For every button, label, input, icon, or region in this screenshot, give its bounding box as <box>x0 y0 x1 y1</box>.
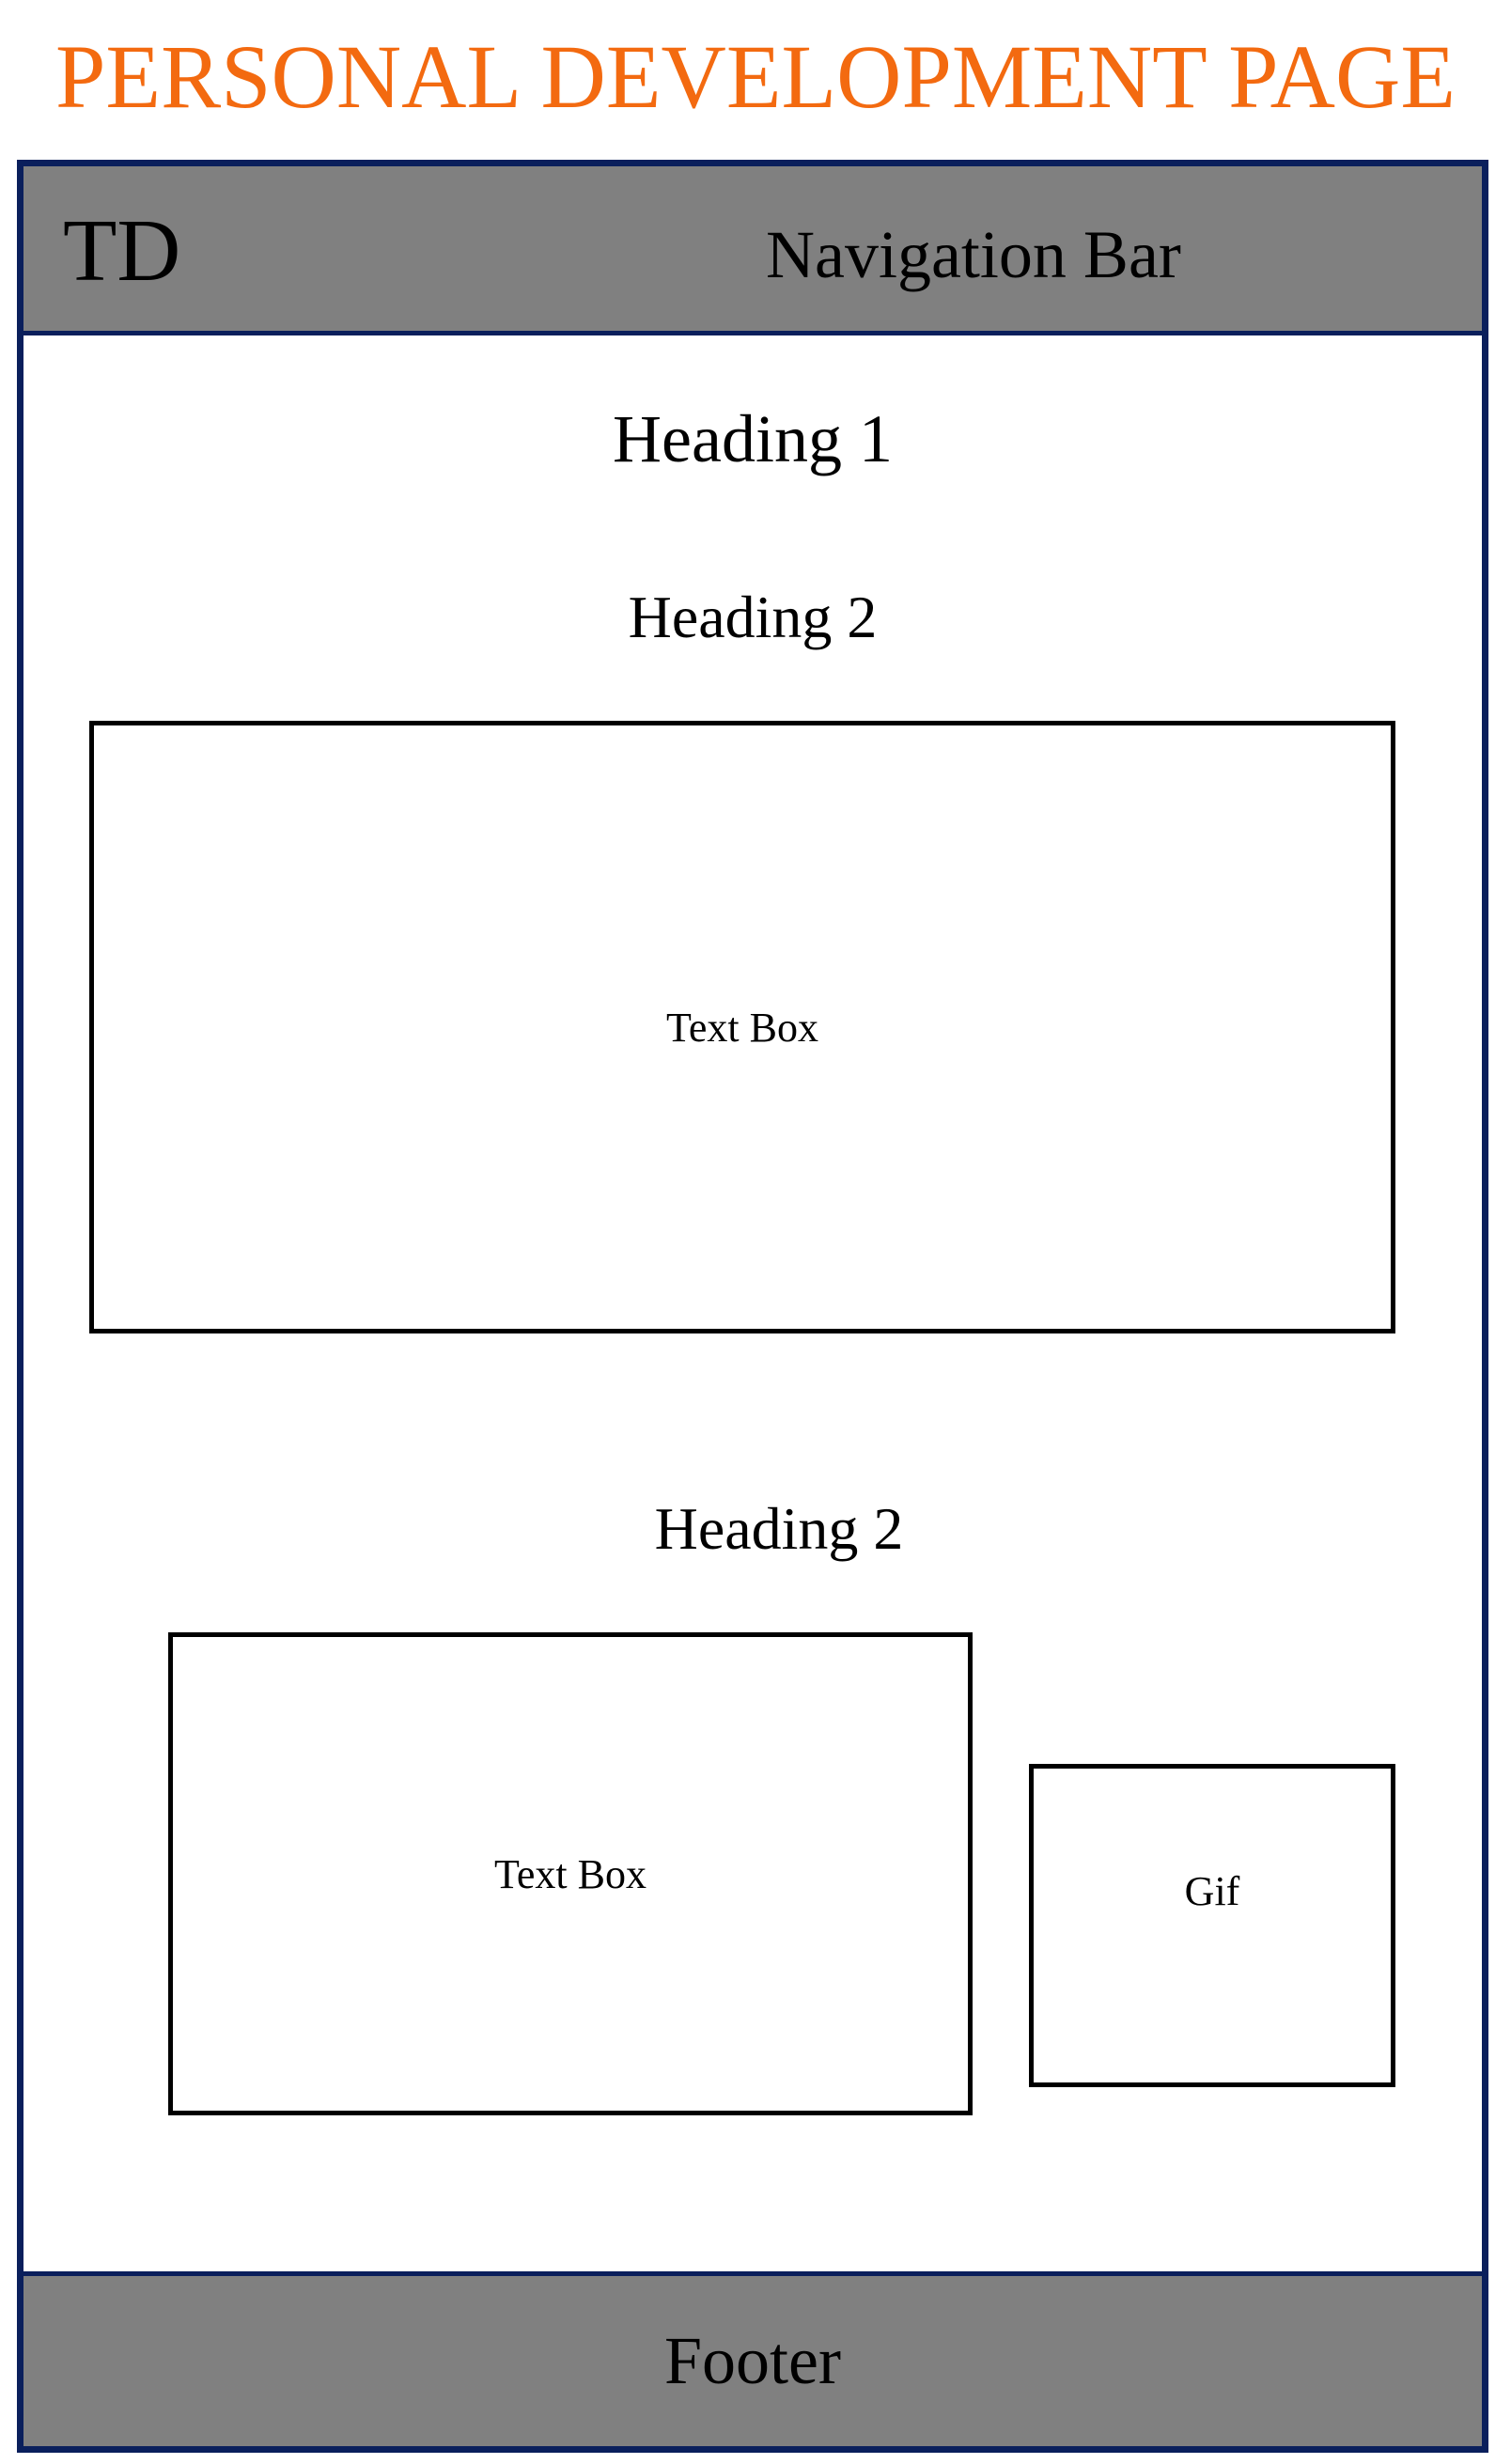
footer: Footer <box>23 2271 1482 2446</box>
gif-placeholder: Gif <box>1029 1764 1395 2087</box>
navigation-bar: TD Navigation Bar <box>23 166 1482 335</box>
section-2-text-box-label: Text Box <box>494 1850 646 1897</box>
logo[interactable]: TD <box>63 202 181 300</box>
section-1-heading: Heading 2 <box>628 584 878 650</box>
footer-label: Footer <box>664 2323 841 2398</box>
section-2-text-box: Text Box <box>168 1632 973 2115</box>
section-1-text-box: Text Box <box>89 721 1395 1333</box>
gif-label: Gif <box>1184 1868 1240 1914</box>
wireframe-frame: TD Navigation Bar Heading 1 Heading 2 Te… <box>17 160 1488 2453</box>
navigation-bar-label: Navigation Bar <box>766 217 1181 292</box>
page-title: PERSONAL DEVELOPMENT PAGE <box>55 26 1456 127</box>
section-1-text-box-label: Text Box <box>666 1004 818 1051</box>
heading-1: Heading 1 <box>613 401 893 476</box>
section-2-heading: Heading 2 <box>654 1495 904 1562</box>
